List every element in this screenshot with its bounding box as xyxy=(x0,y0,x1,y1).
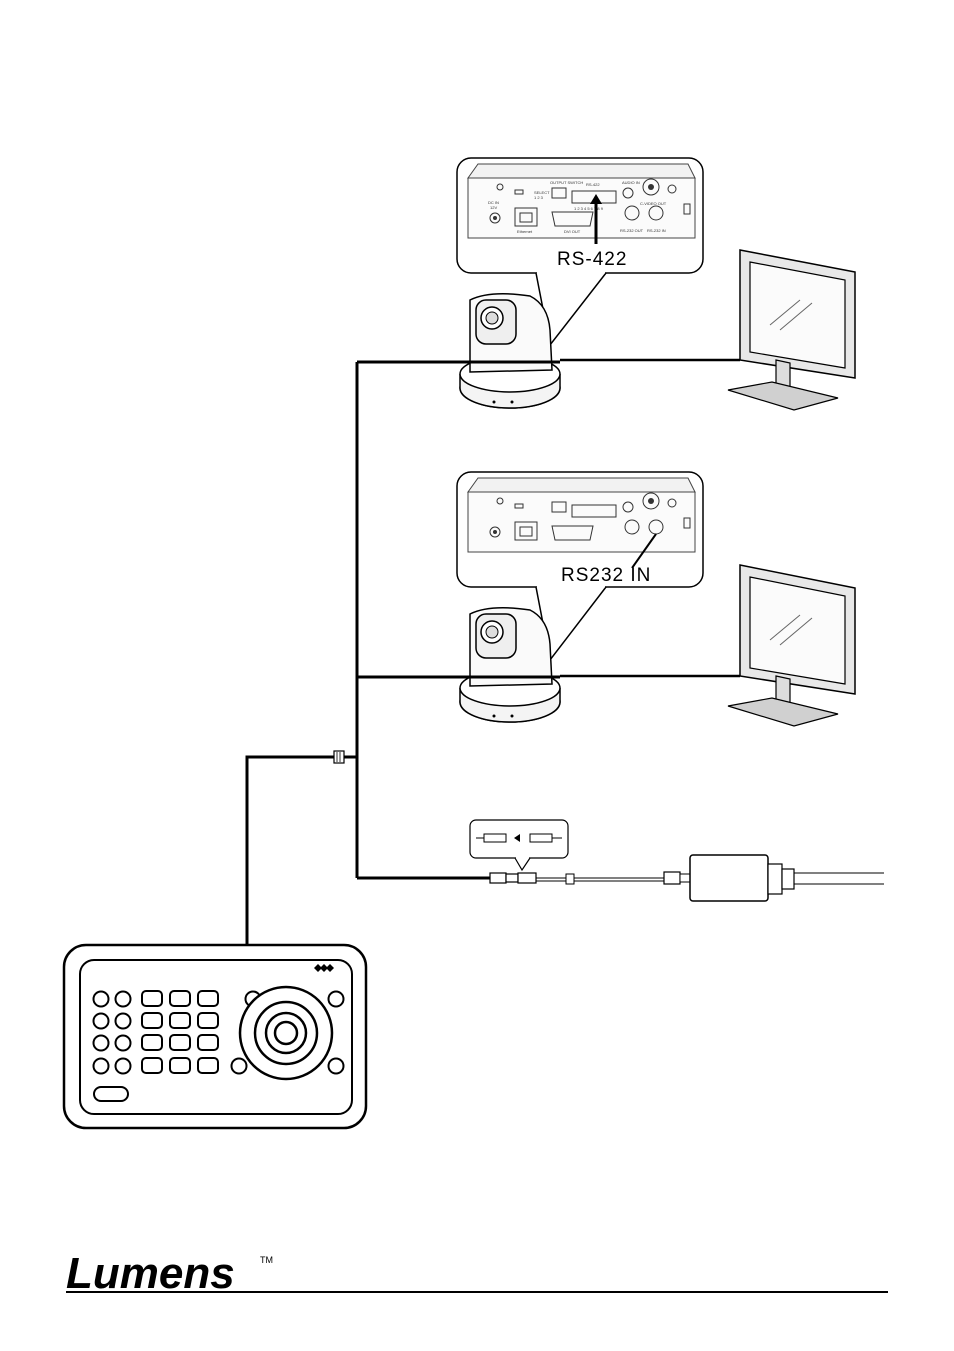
ptz-camera-top xyxy=(459,293,561,409)
select-label: SELECT xyxy=(534,190,550,195)
output-switch-label: OUTPUT SWITCH xyxy=(550,180,583,185)
cable-connector xyxy=(333,750,345,764)
monitor-middle xyxy=(727,564,856,727)
callout-middle: RS232 IN xyxy=(456,471,704,662)
monitor-top xyxy=(727,249,856,411)
audio-in-label: AUDIO IN xyxy=(622,180,640,185)
trademark-mark: TM xyxy=(260,1255,273,1265)
footer: Lumens TM xyxy=(66,1249,888,1298)
rs422-pins-label: 1 2 3 4 5 6 7 8 9 xyxy=(574,206,604,211)
cvideo-out-label: C-VIDEO OUT xyxy=(640,201,667,206)
power-adapter xyxy=(689,854,884,902)
cable-network xyxy=(245,358,740,945)
lumens-logo: Lumens xyxy=(66,1249,235,1298)
button-grid xyxy=(92,990,345,1102)
rs232-in-label: RS-232 IN xyxy=(647,228,666,233)
volt-label: 12V xyxy=(490,205,497,210)
dc-in-label: DC IN xyxy=(488,200,499,205)
camera-rear-panel-top: DC IN 12V SELECT 1 2 3 OUTPUT SWITCH RS-… xyxy=(467,163,696,239)
dc-jack-callout xyxy=(469,819,569,872)
dvi-out-label: DVI OUT xyxy=(564,229,581,234)
ethernet-label: Ethernet xyxy=(517,229,533,234)
brand-mark-icon xyxy=(314,964,334,972)
callout-label-rs232-in: RS232 IN xyxy=(561,565,651,586)
camera-rear-panel-middle xyxy=(467,477,696,553)
rs232-out-label: RS-232 OUT xyxy=(620,228,644,233)
joystick xyxy=(238,985,334,1081)
select-pos-label: 1 2 3 xyxy=(534,195,544,200)
callout-label-rs422: RS-422 xyxy=(557,249,627,270)
keyboard-controller xyxy=(62,943,368,1130)
rs422-panel-label: RS-422 xyxy=(586,182,600,187)
callout-top: DC IN 12V SELECT 1 2 3 OUTPUT SWITCH RS-… xyxy=(456,157,704,347)
power-cable xyxy=(489,871,691,885)
ptz-camera-middle xyxy=(459,607,561,723)
